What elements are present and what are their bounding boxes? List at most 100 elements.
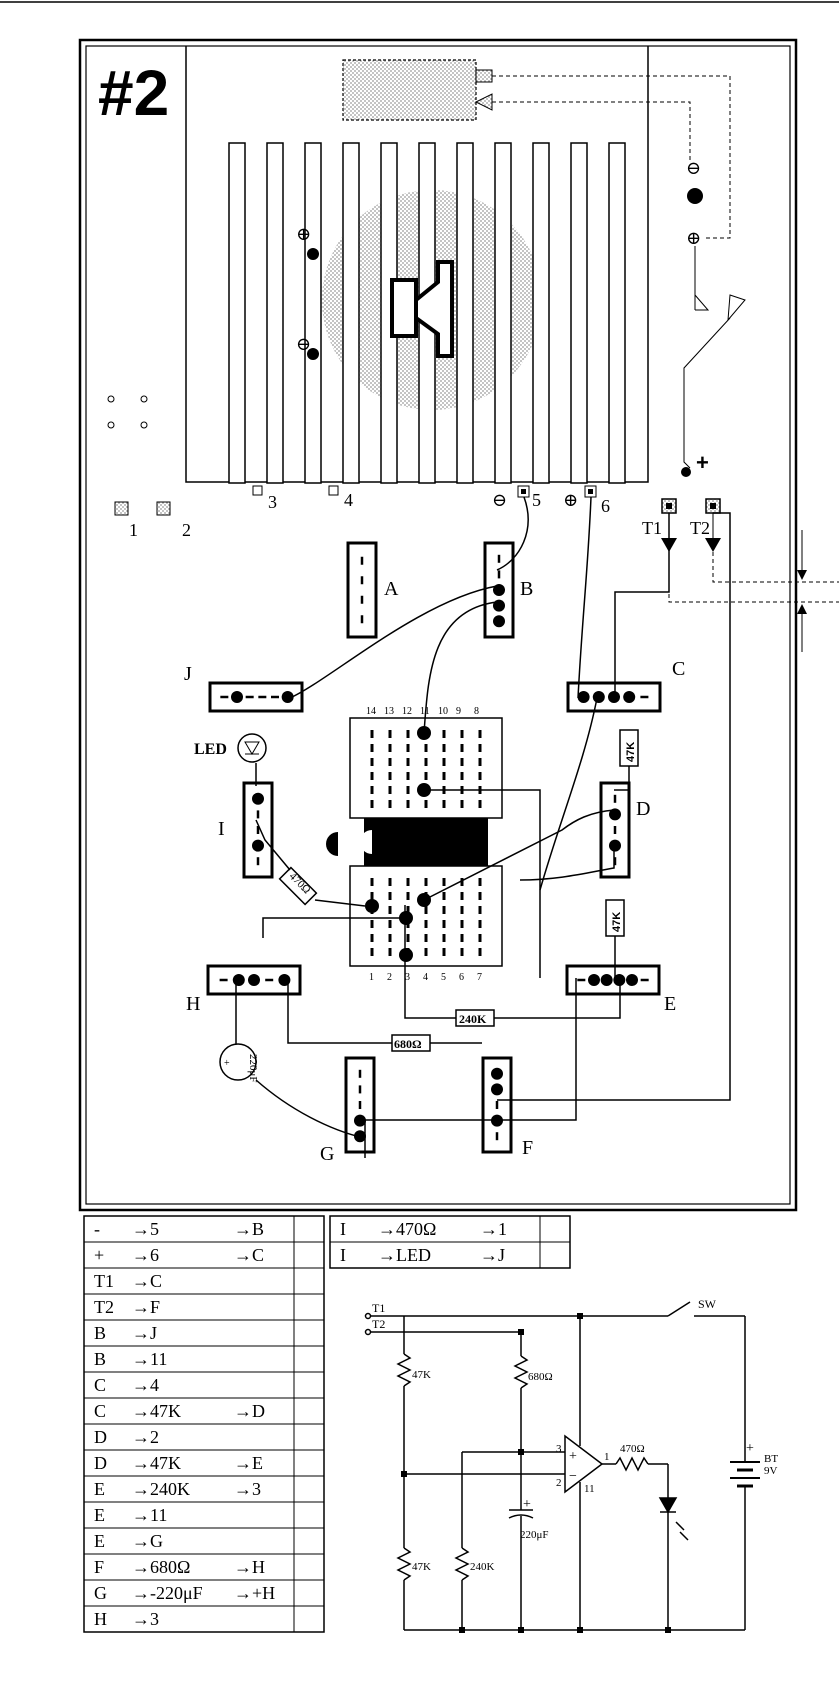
chip-top-pin-label: 12	[402, 706, 412, 717]
table-cell: →-220μF	[132, 1583, 203, 1603]
resistor-47k-d-label: 47K	[611, 912, 623, 932]
strip-j: J	[184, 663, 304, 713]
sch-battery-plus: +	[746, 1441, 754, 1456]
led-icon	[237, 733, 267, 763]
speaker-housing: ⊕ ⊖	[185, 46, 649, 484]
chip-bottom-pin-label: 4	[423, 972, 428, 983]
chip-top-pin-label: 8	[474, 706, 479, 717]
table-cell: T1	[94, 1271, 114, 1291]
terminal-3-label: 3	[268, 492, 277, 512]
svg-text:⊕: ⊕	[686, 228, 701, 248]
strip-g: G	[320, 1056, 376, 1165]
board-frame	[78, 38, 798, 1212]
table-cell: C	[94, 1401, 106, 1421]
table-cell: →11	[132, 1505, 167, 1525]
board-number: #2	[98, 57, 169, 129]
schematic-dots	[401, 1313, 671, 1633]
table-cell: B	[94, 1349, 106, 1369]
speaker-fin	[342, 142, 360, 484]
mounting-holes	[107, 395, 148, 429]
sch-pin1-label: 1	[604, 1451, 610, 1463]
terminal-6-label: 6	[601, 496, 610, 516]
table-cell: +	[94, 1245, 104, 1265]
strip-e-label: E	[664, 993, 676, 1015]
speaker-fin	[266, 142, 284, 484]
sch-opamp-plus: +	[569, 1449, 577, 1464]
chip-top-pin-label: 10	[438, 706, 448, 717]
strip-c-label: C	[672, 658, 685, 680]
sch-cap-plus-label: +	[523, 1497, 531, 1512]
table-cell: →5	[132, 1219, 159, 1239]
table-cell: →4	[132, 1375, 159, 1395]
svg-text:⊖: ⊖	[492, 490, 507, 510]
table-cell: →J	[480, 1245, 505, 1265]
table-cell: →LED	[378, 1245, 431, 1265]
table-cell: E	[94, 1479, 105, 1499]
resistor-47k-c-label: 47K	[625, 742, 637, 762]
sch-pin3-label: 3	[556, 1443, 562, 1455]
chip-top-pin-label: 11	[420, 706, 430, 717]
schematic	[364, 1301, 760, 1631]
chip-bottom-pin-label: 6	[459, 972, 464, 983]
table-cell: →680Ω	[132, 1557, 190, 1577]
capacitor-plus-label: +	[224, 1058, 230, 1069]
schematic-labels: T1 T2 SW 47K 680Ω 47K 240K 470Ω 220μF + …	[372, 1297, 778, 1573]
table-cell: →3	[234, 1479, 261, 1499]
chip-bottom-pin-label: 5	[441, 972, 446, 983]
strip-f-label: F	[522, 1137, 533, 1159]
strip-j-label: J	[184, 663, 192, 685]
sch-r470-label: 470Ω	[620, 1443, 645, 1455]
table-cell: →11	[132, 1349, 167, 1369]
speaker-fin	[228, 142, 246, 484]
strip-a: A	[346, 541, 399, 639]
table-cell: G	[94, 1583, 107, 1603]
table-cell: E	[94, 1505, 105, 1525]
strip-h: H	[186, 964, 302, 1015]
strip-a-label: A	[384, 578, 399, 600]
terminal-1-label: 1	[129, 520, 138, 540]
speaker-fin	[532, 142, 550, 484]
t2-label: T2	[690, 518, 710, 538]
table-cell: →240K	[132, 1479, 190, 1499]
strip-d-label: D	[636, 798, 650, 820]
capacitor-icon	[219, 1043, 257, 1081]
table-cell: →1	[480, 1219, 507, 1239]
table-cell: →J	[132, 1323, 157, 1343]
chip-top-pin-label: 13	[384, 706, 394, 717]
ic-chip	[364, 818, 488, 866]
terminal-5-label: 5	[532, 490, 541, 510]
table-cell: →6	[132, 1245, 159, 1265]
capacitor-label: 220μF	[247, 1054, 259, 1083]
sch-r47k-bottom-label: 47K	[412, 1561, 431, 1573]
table-cell: →F	[132, 1297, 160, 1317]
wires	[235, 496, 731, 1158]
terminal-2-label: 2	[182, 520, 191, 540]
speaker-icon	[390, 278, 418, 338]
table-cell: I	[340, 1245, 346, 1265]
table-cell: D	[94, 1427, 107, 1447]
speaker-fins	[228, 142, 626, 484]
strip-i-label: I	[218, 818, 225, 840]
sch-opamp-minus: −	[569, 1469, 577, 1484]
speaker-fin	[608, 142, 626, 484]
chip-top-pin-label: 14	[366, 706, 376, 717]
table-cell: H	[94, 1609, 107, 1629]
chip-bottom-pin-label: 7	[477, 972, 482, 983]
t1-label: T1	[642, 518, 662, 538]
table-cell: →H	[234, 1557, 265, 1577]
wiring-table-left: -→5→B+→6→CT1→CT2→FB→JB→11C→4C→47K→DD→2D→…	[83, 1215, 325, 1633]
strip-d: D	[599, 781, 650, 879]
sch-t1-label: T1	[372, 1301, 385, 1315]
sch-battery-volt: 9V	[764, 1465, 778, 1477]
battery-pack: ⊖ ⊕ +	[342, 59, 746, 477]
sch-pin2-label: 2	[556, 1477, 562, 1489]
strip-b: B	[483, 541, 533, 639]
speaker-plus-label: ⊕	[296, 224, 311, 244]
resistor-470	[278, 866, 318, 906]
table-cell: B	[94, 1323, 106, 1343]
table-cell: I	[340, 1219, 346, 1239]
connector-strips: A B C D E F GH I J	[184, 541, 685, 1165]
resistor-680-label: 680Ω	[394, 1037, 422, 1051]
